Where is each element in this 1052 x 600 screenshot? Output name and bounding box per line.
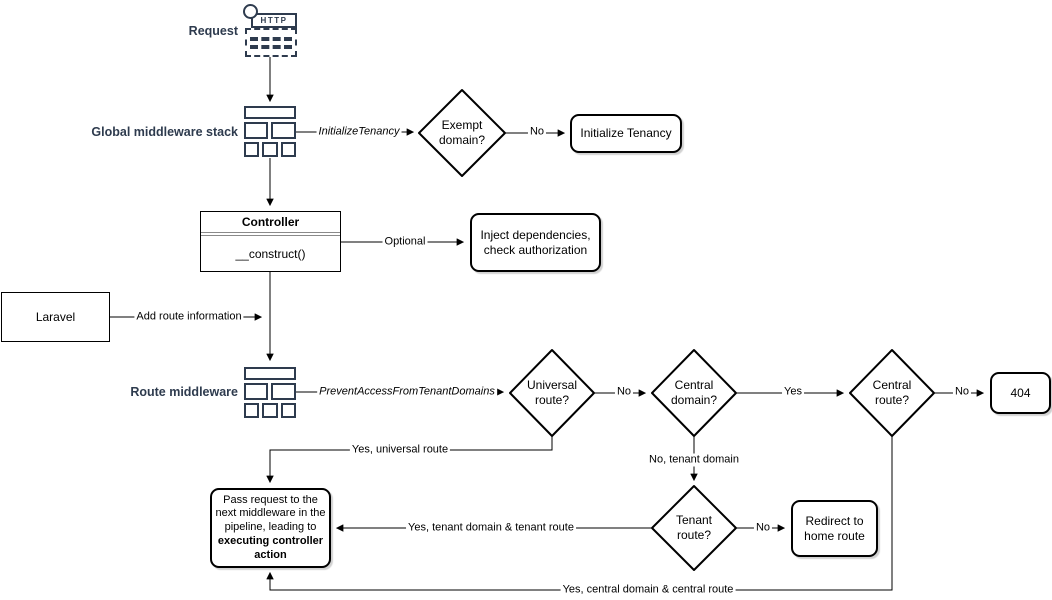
node-initialize-tenancy: Initialize Tenancy xyxy=(570,114,682,153)
node-pass-request: Pass request to the next middleware in t… xyxy=(210,488,331,568)
diamond-central-domain xyxy=(651,349,737,437)
controller-construct-method: __construct() xyxy=(201,235,340,271)
edge-label-initialize-tenancy: InitializeTenancy xyxy=(316,125,402,139)
node-404: 404 xyxy=(990,372,1051,414)
http-request-icon: HTTP xyxy=(243,4,298,57)
edge-label-yes-central: Yes, central domain & central route xyxy=(560,583,736,597)
diamond-tenant-route xyxy=(651,485,737,571)
node-controller: Controller __construct() xyxy=(200,211,341,272)
diamond-universal-route xyxy=(509,349,595,437)
request-message-icon xyxy=(245,28,297,57)
controller-title: Controller xyxy=(201,212,340,233)
node-inject-dependencies: Inject dependencies, check authorization xyxy=(470,213,601,272)
http-protocol-label: HTTP xyxy=(251,13,297,28)
edge-label-prevent-access: PreventAccessFromTenantDomains xyxy=(317,385,497,399)
edge-label-yes-tenant: Yes, tenant domain & tenant route xyxy=(406,521,576,535)
middleware-stack-icon xyxy=(244,106,296,157)
edge-label-no-universal: No xyxy=(614,385,634,399)
edge-label-no-exempt: No xyxy=(527,125,547,139)
edge-label-no-central-route: No xyxy=(952,385,972,399)
request-circle-icon xyxy=(243,4,258,19)
edge-label-no-tenant-route: No xyxy=(753,521,773,535)
middleware-stack-icon xyxy=(244,367,296,418)
route-middleware-label: Route middleware xyxy=(130,385,238,399)
edge-label-optional: Optional xyxy=(382,235,428,249)
global-middleware-stack-label: Global middleware stack xyxy=(91,125,238,139)
node-redirect-home: Redirect to home route xyxy=(791,500,878,557)
edge-label-no-tenant-domain: No, tenant domain xyxy=(647,453,741,467)
edge-label-yes-universal-route: Yes, universal route xyxy=(349,443,451,457)
diamond-central-route xyxy=(849,349,935,437)
diamond-exempt-domain xyxy=(418,89,506,177)
edge-label-add-route-information: Add route information xyxy=(134,310,244,324)
request-label: Request xyxy=(188,24,238,38)
node-laravel: Laravel xyxy=(1,292,110,342)
edge-label-yes-central-domain: Yes xyxy=(782,385,804,399)
